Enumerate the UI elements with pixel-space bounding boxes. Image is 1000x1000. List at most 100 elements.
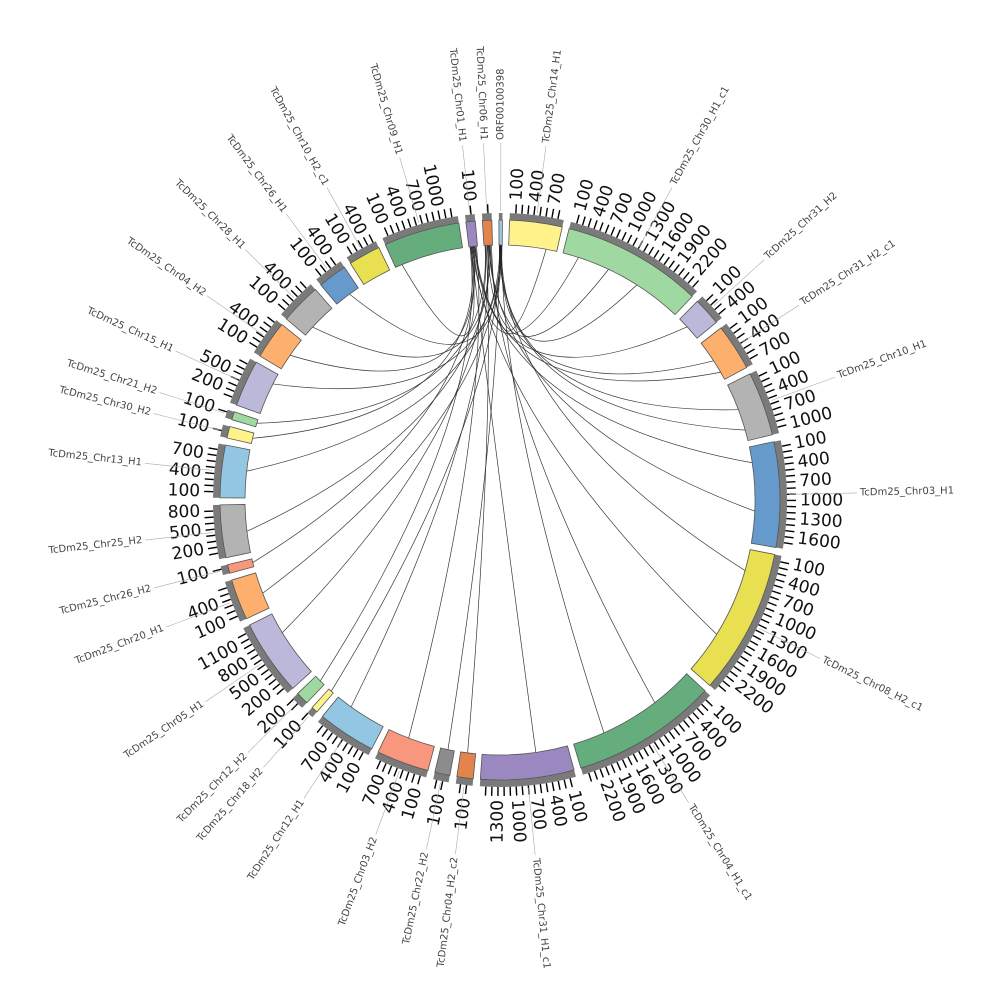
tick-mark xyxy=(440,781,444,791)
tick-mark xyxy=(545,783,549,793)
chromosome-block[interactable] xyxy=(311,688,334,713)
chromosome-TcDm25_Chr04_H2_c2[interactable]: 100 xyxy=(451,751,477,831)
synteny-link xyxy=(467,245,489,753)
label-leader-line xyxy=(153,413,220,431)
tick-mark xyxy=(533,784,537,794)
tick-mark xyxy=(252,336,261,343)
tick-mark xyxy=(616,761,622,771)
chromosome-block[interactable] xyxy=(573,673,706,769)
chromosome-TcDm25_Chr01_H1[interactable]: 100 xyxy=(457,168,480,248)
chromosome-block[interactable] xyxy=(219,504,251,559)
chromosome-block[interactable] xyxy=(320,266,359,305)
chromosome-block[interactable] xyxy=(231,572,270,620)
tick-mark xyxy=(259,326,268,333)
chromosome-block[interactable] xyxy=(321,696,384,750)
label-leader-line xyxy=(639,187,673,247)
chromosome-block[interactable] xyxy=(285,288,333,336)
tick-mark xyxy=(443,209,447,219)
label-leader-line xyxy=(247,704,297,753)
tick-mark xyxy=(301,712,309,721)
tick-mark xyxy=(710,298,718,306)
tick-mark xyxy=(765,607,775,613)
tick-mark xyxy=(616,229,621,239)
label-leader-line xyxy=(462,144,470,213)
tick-label: 1000 xyxy=(800,490,843,510)
chromosome-block[interactable] xyxy=(384,222,463,268)
chromosome-block[interactable] xyxy=(700,327,748,380)
chromosome-block[interactable] xyxy=(297,675,325,704)
chromosome-block[interactable] xyxy=(498,219,503,246)
tick-mark xyxy=(425,213,429,223)
chromosome-block[interactable] xyxy=(690,549,776,687)
chromosome-block[interactable] xyxy=(465,220,478,248)
chromosome-label: TcDm25_Chr04_H2 xyxy=(124,235,208,298)
tick-mark xyxy=(206,534,216,538)
label-leader-line xyxy=(153,570,220,589)
chromosome-label: TcDm25_Chr26_H1 xyxy=(223,132,289,215)
chromosome-ORF00100398[interactable] xyxy=(498,213,503,246)
tick-mark xyxy=(250,654,259,661)
chromosome-block[interactable] xyxy=(226,426,255,444)
tick-mark xyxy=(253,659,262,666)
ideogram-band xyxy=(509,213,564,228)
tick-mark xyxy=(267,316,275,324)
chromosome-TcDm25_Chr30_H2[interactable]: 100 xyxy=(175,410,255,444)
chromosome-block[interactable] xyxy=(248,613,312,689)
ideogram-band xyxy=(281,284,316,320)
tick-mark xyxy=(324,260,332,269)
synteny-link xyxy=(272,245,502,390)
tick-mark xyxy=(763,382,773,388)
chromosome-TcDm25_Chr22_H2[interactable]: 100 xyxy=(424,747,455,828)
tick-mark xyxy=(604,224,610,234)
tick-mark xyxy=(233,370,243,376)
chromosome-block[interactable] xyxy=(377,729,435,772)
chromosome-block[interactable] xyxy=(227,558,255,574)
chromosome-block[interactable] xyxy=(219,444,251,499)
chromosome-block[interactable] xyxy=(508,219,563,252)
chromosome-block[interactable] xyxy=(349,247,391,286)
chromosome-block[interactable] xyxy=(562,228,693,316)
tick-mark xyxy=(515,786,518,796)
chromosome-block[interactable] xyxy=(727,373,773,442)
tick-mark xyxy=(648,744,655,754)
tick-mark xyxy=(219,592,229,598)
tick-label: 100 xyxy=(457,168,480,202)
chromosome-block[interactable] xyxy=(434,747,455,776)
chromosome-block[interactable] xyxy=(479,745,575,781)
tick-mark xyxy=(295,285,303,293)
tick-mark xyxy=(405,771,410,781)
chromosome-block[interactable] xyxy=(231,411,259,428)
ideogram-band xyxy=(213,504,227,560)
label-leader-line xyxy=(375,770,400,835)
chromosome-block[interactable] xyxy=(236,361,279,415)
chromosome-block[interactable] xyxy=(481,219,493,246)
tick-mark xyxy=(785,523,795,527)
chromosome-block[interactable] xyxy=(679,300,717,339)
tick-mark xyxy=(729,670,738,678)
chromosome-label: TcDm25_Chr25_H2 xyxy=(47,535,143,557)
tick-mark xyxy=(204,516,214,519)
chromosome-TcDm25_Chr06_H1[interactable] xyxy=(481,204,493,246)
tick-mark xyxy=(395,222,400,232)
tick-mark xyxy=(663,256,670,265)
tick-mark xyxy=(781,443,791,447)
chromosome-block[interactable] xyxy=(259,323,302,370)
tick-mark xyxy=(226,609,236,615)
chromosome-block[interactable] xyxy=(748,441,781,548)
chromosome-block[interactable] xyxy=(456,751,477,780)
tick-label: 700 xyxy=(799,469,833,491)
